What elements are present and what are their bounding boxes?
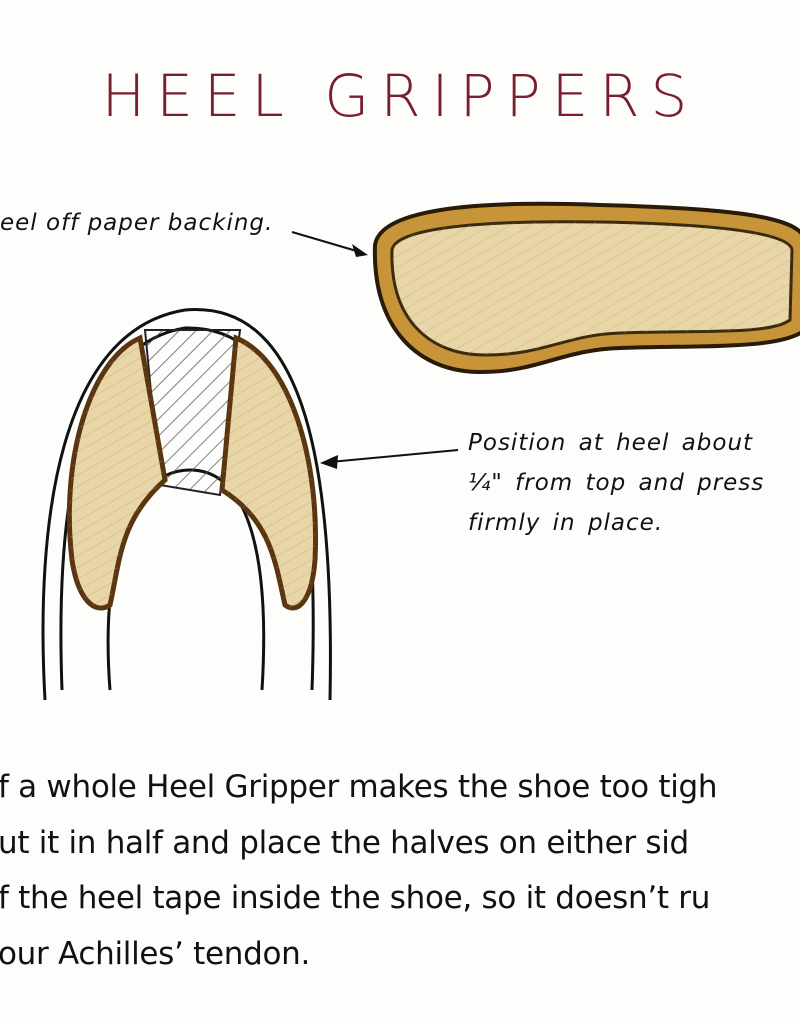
body-line: f the heel tape inside the shoe, so it d…: [0, 880, 711, 916]
body-line: our Achilles’ tendon.: [0, 935, 311, 972]
caption-line: ¼" from top and press: [468, 470, 765, 496]
arrow-peel: [291, 231, 368, 257]
gripper-halves: [66, 334, 319, 611]
page-title: HEEL GRIPPERS: [101, 62, 699, 130]
caption-peel: eel off paper backing.: [0, 210, 274, 236]
caption-line: firmly in place.: [468, 510, 664, 536]
caption-position: Position at heel about ¼" from top and p…: [468, 423, 764, 543]
body-line: f a whole Heel Gripper makes the shoe to…: [0, 769, 718, 805]
caption-line: Position at heel about: [468, 430, 754, 456]
arrow-position: [320, 449, 459, 469]
body-paragraph: f a whole Heel Gripper makes the shoe to…: [0, 760, 800, 982]
body-line: ut it in half and place the halves on ei…: [0, 824, 689, 861]
gripper-pad: [372, 201, 800, 375]
